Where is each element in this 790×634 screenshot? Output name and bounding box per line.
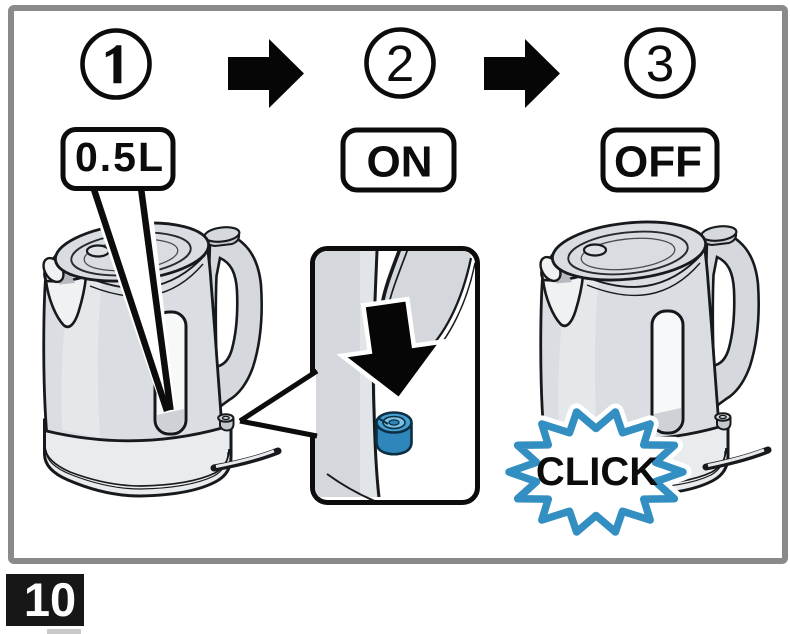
svg-text:CLICK: CLICK [536, 450, 658, 494]
svg-text:2: 2 [386, 35, 414, 92]
svg-text:3: 3 [646, 35, 674, 92]
svg-text:0.5L: 0.5L [75, 134, 165, 180]
svg-text:OFF: OFF [614, 138, 702, 187]
svg-text:10: 10 [24, 573, 76, 626]
svg-text:ON: ON [367, 138, 433, 187]
